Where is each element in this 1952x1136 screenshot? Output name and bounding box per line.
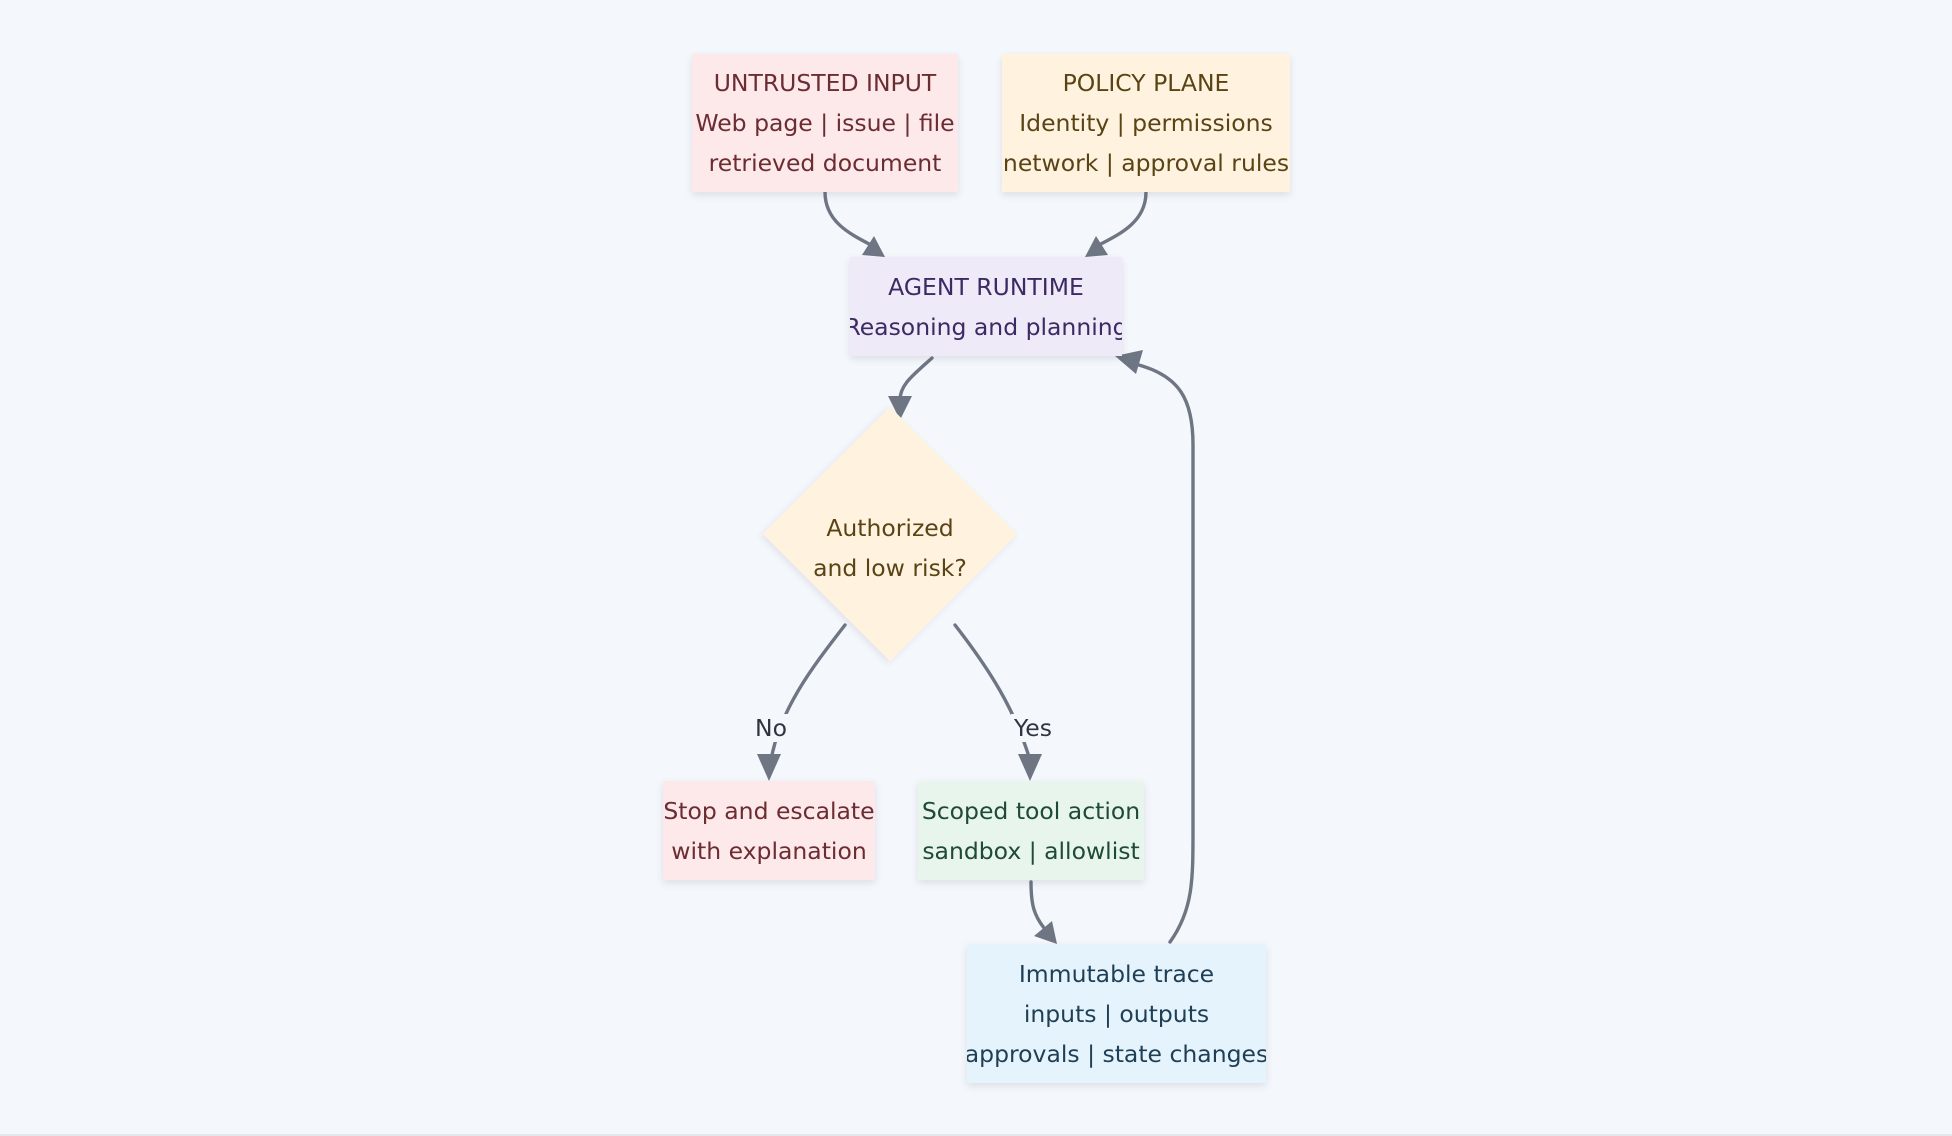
edge-decision-no	[769, 623, 847, 762]
agent-runtime-title: AGENT RUNTIME	[888, 272, 1084, 301]
edge-label-no: No	[752, 714, 790, 742]
immutable-trace-line-2: inputs | outputs	[1023, 999, 1210, 1028]
policy-plane-title: POLICY PLANE	[1062, 69, 1230, 97]
arrowhead-trace-to-runtime	[1115, 350, 1143, 374]
policy-plane-line-1: Identity | permissions	[1019, 109, 1273, 137]
immutable-trace-line-1: Immutable trace	[1018, 959, 1215, 988]
arrowhead-untrusted-to-runtime	[862, 236, 885, 257]
arrowhead-runtime-to-decision	[888, 396, 912, 420]
stop-escalate-line-2: with explanation	[671, 836, 867, 865]
arrowhead-decision-no	[757, 754, 781, 781]
arrowhead-decision-yes	[1018, 754, 1042, 781]
edge-trace-to-runtime	[1133, 362, 1195, 944]
untrusted-input-title: UNTRUSTED INPUT	[713, 69, 937, 97]
edge-runtime-to-decision	[898, 356, 934, 402]
arrowhead-policy-to-runtime	[1085, 236, 1108, 257]
policy-plane-line-2: network | approval rules	[1002, 149, 1290, 177]
edge-policy-to-runtime	[1095, 190, 1148, 248]
untrusted-input-line-1: Web page | issue | file	[695, 109, 955, 137]
untrusted-input-line-2: retrieved document	[708, 149, 942, 177]
stop-escalate-line-1: Stop and escalate	[663, 796, 875, 825]
agent-runtime-line-1: Reasoning and planning	[850, 312, 1122, 341]
node-scoped-tool-action: Scoped tool action sandbox | allowlist	[918, 781, 1144, 880]
arrowhead-action-to-trace	[1034, 921, 1057, 944]
decision-label: Authorized and low risk?	[770, 508, 1010, 588]
edge-decision-yes	[953, 623, 1032, 762]
node-policy-plane: POLICY PLANE Identity | permissions netw…	[1002, 54, 1290, 192]
edge-untrusted-to-runtime	[823, 190, 875, 248]
node-agent-runtime: AGENT RUNTIME Reasoning and planning	[850, 257, 1122, 356]
decision-line-2: and low risk?	[813, 554, 967, 582]
node-untrusted-input: UNTRUSTED INPUT Web page | issue | file …	[692, 54, 958, 192]
decision-line-1: Authorized	[826, 514, 954, 542]
node-immutable-trace: Immutable trace inputs | outputs approva…	[967, 944, 1266, 1083]
edge-action-to-trace	[1029, 880, 1046, 930]
immutable-trace-line-3: approvals | state changes	[967, 1039, 1266, 1068]
scoped-action-line-1: Scoped tool action	[921, 796, 1141, 825]
node-stop-escalate: Stop and escalate with explanation	[663, 781, 875, 880]
edge-label-yes: Yes	[1011, 714, 1055, 742]
scoped-action-line-2: sandbox | allowlist	[922, 836, 1140, 865]
